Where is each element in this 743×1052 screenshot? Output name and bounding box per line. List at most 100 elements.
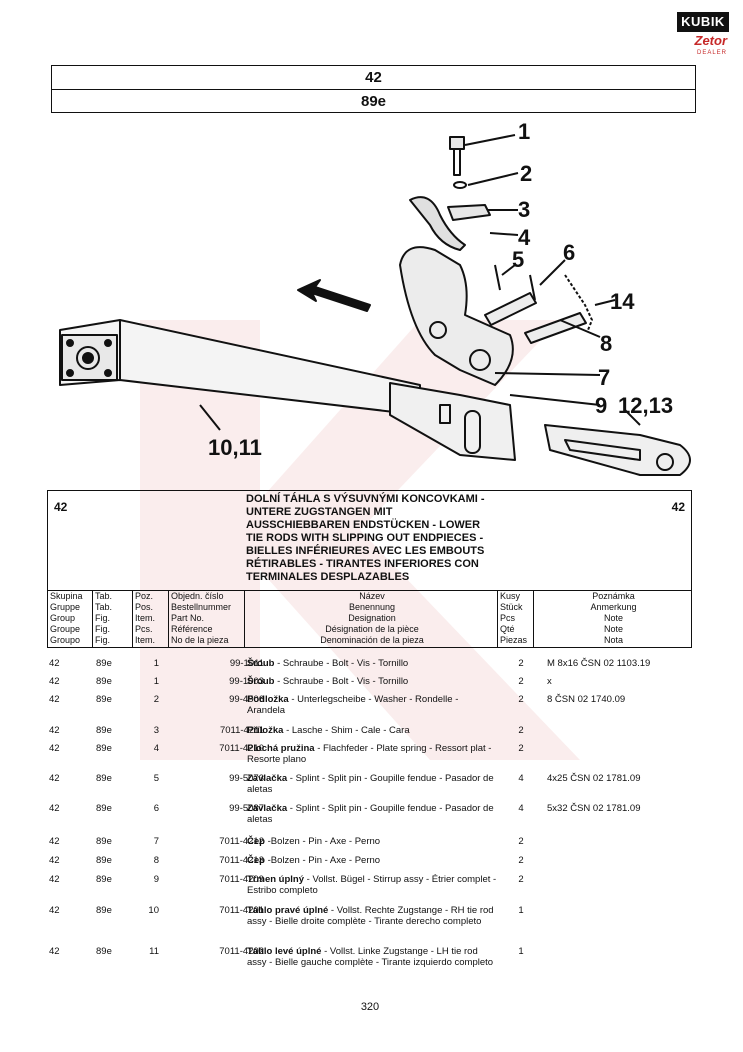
name-bold: Příložka [247,725,284,736]
col-label: Part No. [171,613,205,623]
cell-qty: 2 [518,725,524,736]
col-label: Pos. [135,602,154,612]
cell-table: 89e [96,905,112,916]
section-title: DOLNÍ TÁHLA S VÝSUVNÝMI KONCOVKAMI - UNT… [246,493,546,584]
header-table: 89e [52,89,695,113]
col-label: Designation [348,613,396,623]
name-rest: - Vollst. Bügel - Stirrup assy - Étrier … [247,874,497,896]
name-rest: - Schraube - Bolt - Vis - Tornillo [274,676,409,687]
page-number: 320 [360,1001,380,1013]
cell-group: 42 [49,676,60,687]
cell-name: Čep -Bolzen - Pin - Axe - Perno [247,836,497,847]
col-label: Gruppe [50,602,81,612]
cell-part: 7011-4209 [219,874,264,885]
cell-qty: 2 [518,743,524,754]
col-part: Objedn. číslo Bestellnummer Part No. Réf… [169,591,245,647]
bolt [449,136,465,150]
col-label: Poz. [135,591,154,601]
name-rest: - Flachfeder - Plate spring - Ressort pl… [247,743,492,765]
col-label: Groupe [50,624,81,634]
name-rest: -Bolzen - Pin - Axe - Perno [264,836,381,847]
cell-part: 7011-4202 [219,946,264,957]
cell-table: 89e [96,773,112,784]
cell-name: Závlačka - Splint - Split pin - Goupille… [247,803,497,825]
cell-pos: 4 [153,743,159,754]
name-rest: - Lasche - Shim - Cale - Cara [283,725,410,736]
title-line: RÉTIRABLES - TIRANTES INFERIORES CON [246,558,479,570]
cell-qty: 1 [518,946,524,957]
cell-group: 42 [49,946,60,957]
cell-group: 42 [49,773,60,784]
col-label: Benennung [348,602,396,612]
col-note: Poznámka Anmerkung Note Note Nota [534,591,691,647]
cell-name: Třmen úplný - Vollst. Bügel - Stirrup as… [247,874,497,896]
col-label: Objedn. číslo [171,591,224,601]
rod-sleeve [389,382,516,461]
title-left-code: 42 [54,500,68,514]
name-rest: - Unterlegscheibe - Washer - Rondelle - … [247,694,459,716]
col-label: Poznámka [592,591,635,601]
chain [564,274,593,331]
cell-table: 89e [96,946,112,957]
cell-name: Šroub - Schraube - Bolt - Vis - Tornillo [247,658,497,669]
col-label: Qté [500,624,515,634]
cell-name: Táhlo levé úplné - Vollst. Linke Zugstan… [247,946,497,968]
name-bold: Šroub [247,676,275,687]
col-label: Group [50,613,76,623]
callout-12-13: 12,13 [618,393,673,418]
col-pos: Poz. Pos. Item. Pcs. Item. [133,591,169,647]
kubik-zetor-logo: KUBIK Zetor DEALER [677,12,729,60]
page-header-box: 42 89e [51,65,696,113]
callout-6: 6 [563,240,575,265]
logo-brand: KUBIK [677,12,729,32]
cell-qty: 2 [518,676,524,687]
col-table: Tab. Tab. Fig. Fig. Fig. [93,591,133,647]
shim [447,204,491,221]
cell-qty: 4 [518,773,524,784]
col-label: Pcs. [135,624,153,634]
cell-part: 7011-4201 [219,905,264,916]
cell-qty: 2 [518,836,524,847]
cell-table: 89e [96,725,112,736]
name-rest: - Vollst. Linke Zugstange - LH tie rod a… [247,946,494,968]
col-label: Skupina [50,591,83,601]
cell-qty: 2 [518,658,524,669]
callout-10-11: 10,11 [208,435,262,460]
callout-2: 2 [520,161,532,186]
col-qty: Kusy Stück Pcs Qté Piezas [498,591,534,647]
cell-qty: 2 [518,874,524,885]
logo-tag: DEALER [696,50,727,56]
callout-7: 7 [598,365,610,390]
cell-part: 99-5073 [229,773,264,784]
exploded-parts-diagram: 1 2 3 4 5 6 14 8 7 9 12,13 10,11 [59,119,691,476]
cell-group: 42 [49,743,60,754]
cell-part: 99-1011 [229,658,264,669]
cell-group: 42 [49,855,60,866]
cell-table: 89e [96,855,112,866]
title-line: TIE RODS WITH SLIPPING OUT ENDPIECES - [246,532,484,544]
callout-5: 5 [512,247,524,272]
cell-group: 42 [49,836,60,847]
col-label: Tab. [95,602,113,612]
col-label: Référence [171,624,213,634]
cell-pos: 9 [153,874,159,885]
cell-group: 42 [49,694,60,705]
callout-4: 4 [518,225,531,250]
col-label: Fig. [95,624,111,634]
cell-part: 7011-4210 [219,743,264,754]
sliding-endpiece [544,424,691,476]
cell-pos: 10 [148,905,159,916]
cell-table: 89e [96,836,112,847]
col-label: Item. [135,635,156,645]
cell-part: 7011-4213 [219,855,264,866]
cell-table: 89e [96,658,112,669]
callout-1: 1 [518,119,530,144]
col-label: Note [603,613,623,623]
col-label: Stück [500,602,523,612]
name-bold: Třmen úplný [247,874,305,885]
cell-name: Táhlo pravé úplné - Vollst. Rechte Zugst… [247,905,497,927]
col-label: No de la pieza [171,635,229,645]
col-label: Anmerkung [590,602,637,612]
cell-name: Závlačka - Splint - Split pin - Goupille… [247,773,497,795]
col-label: Item. [135,613,156,623]
